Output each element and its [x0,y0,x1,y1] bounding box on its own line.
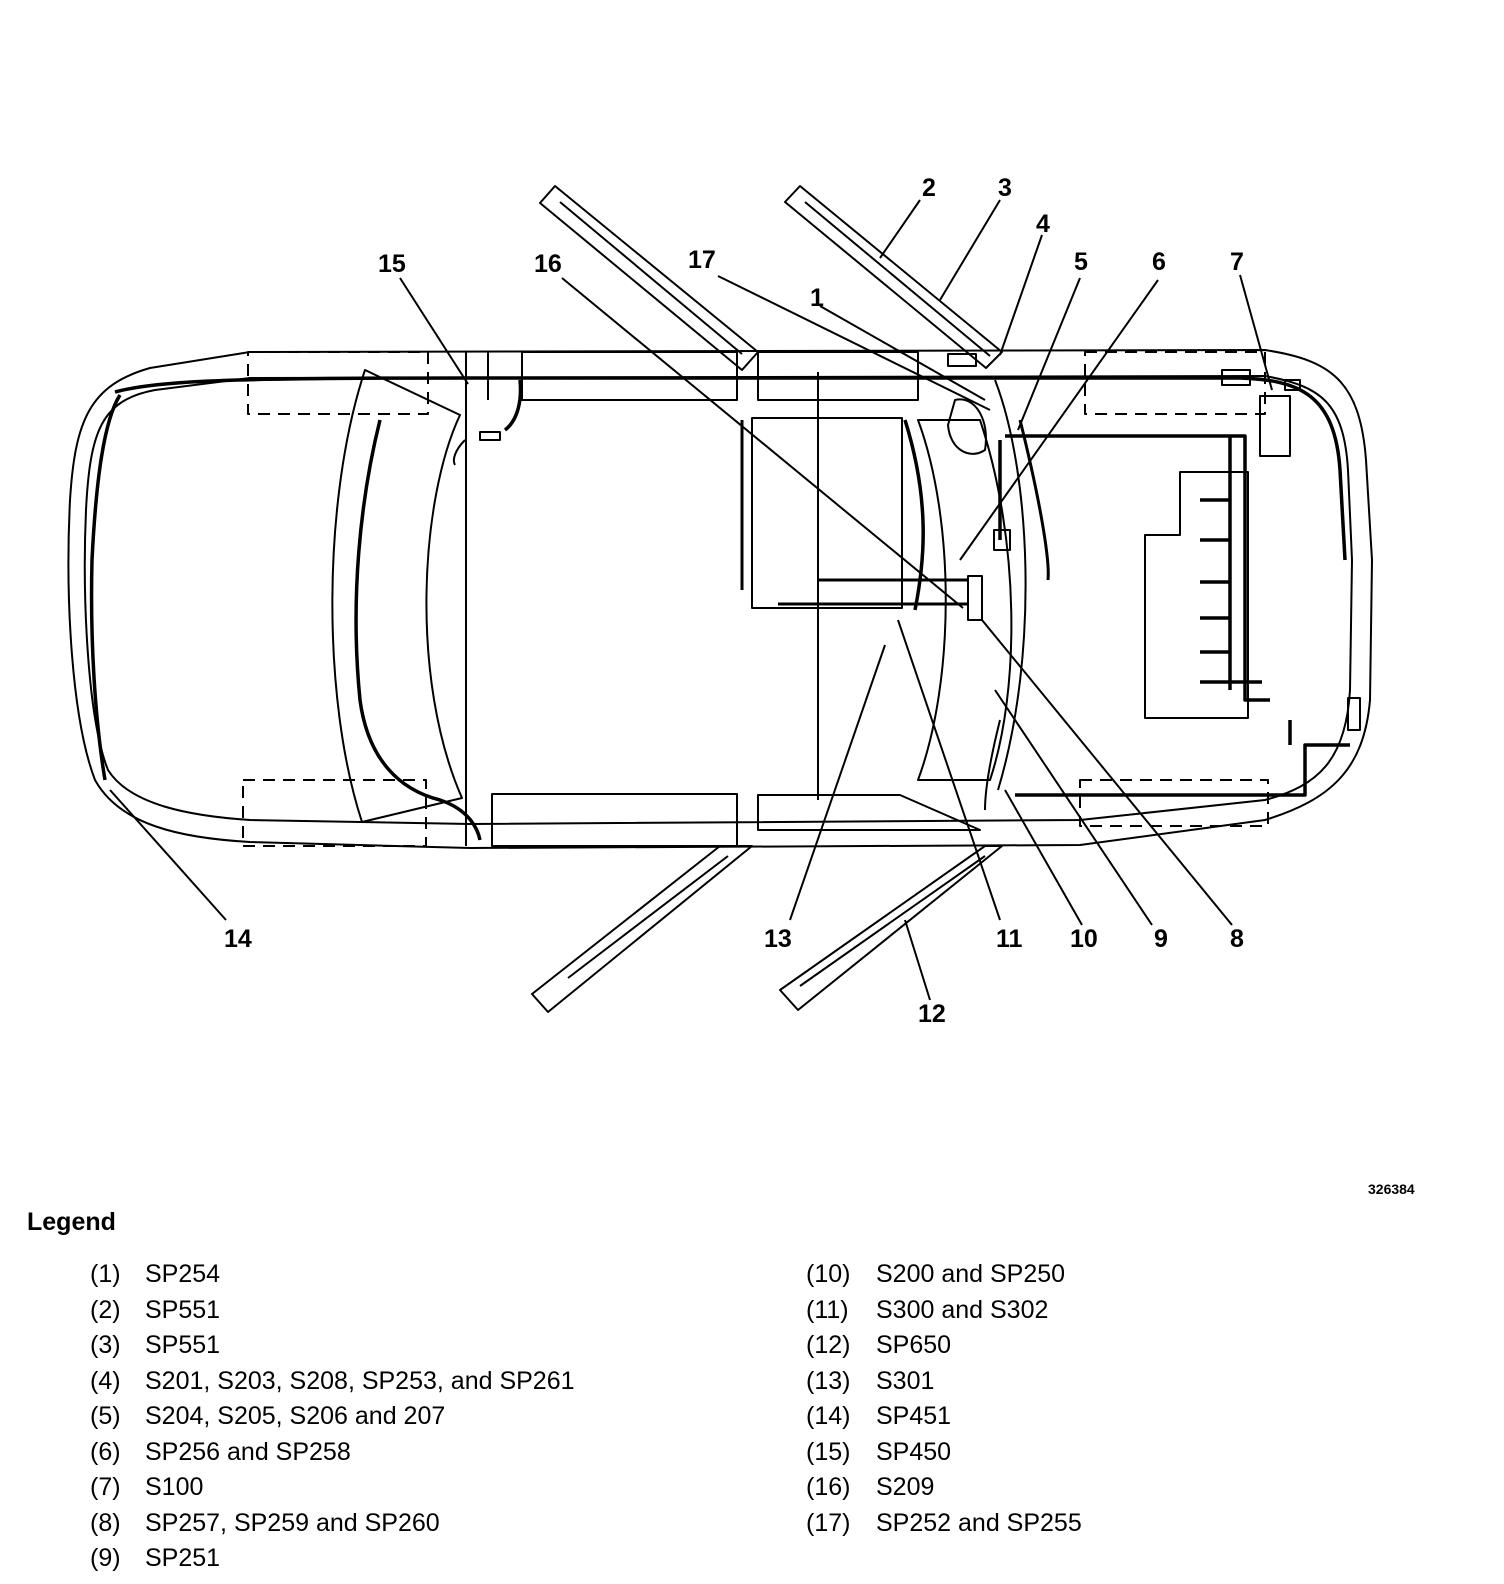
callout-17: 17 [688,246,716,274]
legend-item-text: SP551 [145,1331,221,1359]
legend-item: (15) SP450 [806,1436,1082,1472]
callout-3: 3 [998,174,1012,202]
callout-7: 7 [1230,248,1244,276]
legend-item-text: S204, S205, S206 and 207 [145,1402,446,1430]
callout-13: 13 [764,925,792,953]
legend-title: Legend [27,1208,116,1236]
legend-item-number: (17) [806,1508,851,1537]
right-rear-door [779,845,1003,1011]
legend-item-text: SP450 [876,1437,952,1466]
legend-item: (6) SP256 and SP258 [90,1436,575,1472]
legend-item-number: (12) [806,1331,851,1359]
legend-item-text: SP252 and SP255 [876,1508,1082,1537]
legend-item-number: (13) [806,1366,851,1395]
legend-item-text: SP251 [145,1544,221,1572]
legend-item-text: S201, S203, S208, SP253, and SP261 [145,1366,575,1395]
legend-right-column: (10) S200 and SP250 (11) S300 and S302 (12… [806,1258,1082,1542]
legend-item-text: SP650 [876,1331,952,1359]
legend-item-text: S300 and S302 [876,1295,1049,1324]
vehicle-body-inner-outline [83,375,1353,825]
legend-item-number: (14) [806,1402,851,1430]
callout-12: 12 [918,1000,946,1028]
legend-item: (10) S200 and SP250 [806,1258,1082,1294]
legend-item: (9) SP251 [90,1542,575,1578]
legend-item-number: (1) [90,1260,121,1288]
legend-item-text: S301 [876,1366,935,1395]
callout-9: 9 [1154,925,1168,953]
legend-item: (14) SP451 [806,1400,1082,1436]
legend-item: (8) SP257, SP259 and SP260 [90,1507,575,1543]
legend-item-number: (6) [90,1437,121,1466]
legend-item-number: (3) [90,1331,121,1359]
legend-item-number: (11) [806,1295,849,1324]
legend-left-column: (1) SP254 (2) SP551 (3) SP551 (4) S201, S203… [90,1258,575,1578]
roof-console [751,417,903,609]
windshield [917,419,1013,781]
callout-8: 8 [1230,925,1244,953]
legend-item-text: S209 [876,1473,935,1501]
legend-item: (2) SP551 [90,1294,575,1330]
legend-item-number: (7) [90,1473,121,1501]
figure-reference-number: 326384 [1368,1181,1415,1197]
callout-2: 2 [922,174,936,202]
left-front-door [539,185,759,371]
legend-item-number: (9) [90,1544,121,1572]
legend-item: (12) SP650 [806,1329,1082,1365]
legend-item-number: (15) [806,1437,851,1466]
legend-item: (5) S204, S205, S206 and 207 [90,1400,575,1436]
legend-item: (16) S209 [806,1471,1082,1507]
callout-6: 6 [1152,248,1166,276]
legend-item: (11) S300 and S302 [806,1294,1082,1330]
legend-item-number: (8) [90,1508,121,1537]
legend-item-text: SP254 [145,1260,221,1288]
callout-11: 11 [996,925,1023,953]
legend-item-text: SP256 and SP258 [145,1437,351,1466]
legend-item-number: (10) [806,1260,851,1288]
vehicle-wiring-diagram: 1 2 3 4 5 6 7 8 9 10 11 12 13 14 15 16 1… [67,174,1373,1028]
legend-item-number: (5) [90,1402,121,1430]
legend-item-number: (16) [806,1473,851,1501]
legend-item: (3) SP551 [90,1329,575,1365]
legend-item: (17) SP252 and SP255 [806,1507,1082,1543]
callout-4: 4 [1036,210,1050,238]
callout-1: 1 [810,284,824,312]
callout-5: 5 [1074,248,1088,276]
callout-15: 15 [378,250,406,278]
rear-window [331,369,463,823]
callout-14: 14 [224,925,252,953]
battery-box [1259,395,1291,457]
legend-item-text: SP257, SP259 and SP260 [145,1508,440,1537]
legend-item: (1) SP254 [90,1258,575,1294]
legend-item-text: SP551 [145,1295,221,1324]
right-front-door [784,185,1003,369]
left-rear-door [531,845,753,1013]
legend-item-text: S100 [145,1473,204,1501]
legend-item: (4) S201, S203, S208, SP253, and SP261 [90,1365,575,1401]
legend-item-number: (4) [90,1366,121,1395]
callout-16: 16 [534,250,562,278]
legend-item-text: S200 and SP250 [876,1260,1066,1288]
legend-item: (13) S301 [806,1365,1082,1401]
callout-10: 10 [1070,925,1098,953]
legend-item-number: (2) [90,1295,121,1324]
vehicle-body-outline [67,349,1373,849]
legend-item-text: SP451 [876,1402,952,1430]
legend-item: (7) S100 [90,1471,575,1507]
